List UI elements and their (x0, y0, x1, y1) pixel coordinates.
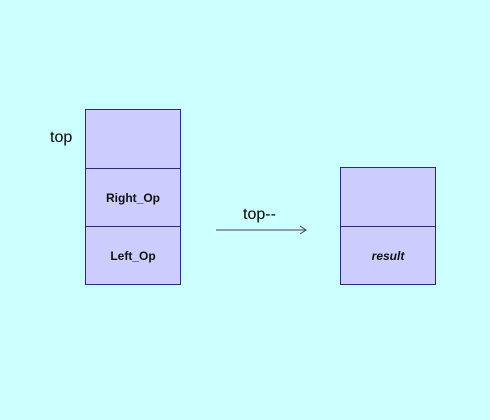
stack-cell-right-op: Right_Op (86, 168, 180, 226)
transition-arrow (216, 225, 307, 235)
operand-stack-after: result (340, 167, 436, 285)
stack-cell-top (86, 110, 180, 168)
operand-stack-before: Right_Op Left_Op (85, 109, 181, 285)
transition-label: top-- (243, 206, 276, 223)
stack-cell-left-op: Left_Op (86, 226, 180, 284)
top-pointer-label: top (50, 129, 73, 146)
stack-cell-empty (341, 168, 435, 226)
stack-cell-result: result (341, 226, 435, 284)
